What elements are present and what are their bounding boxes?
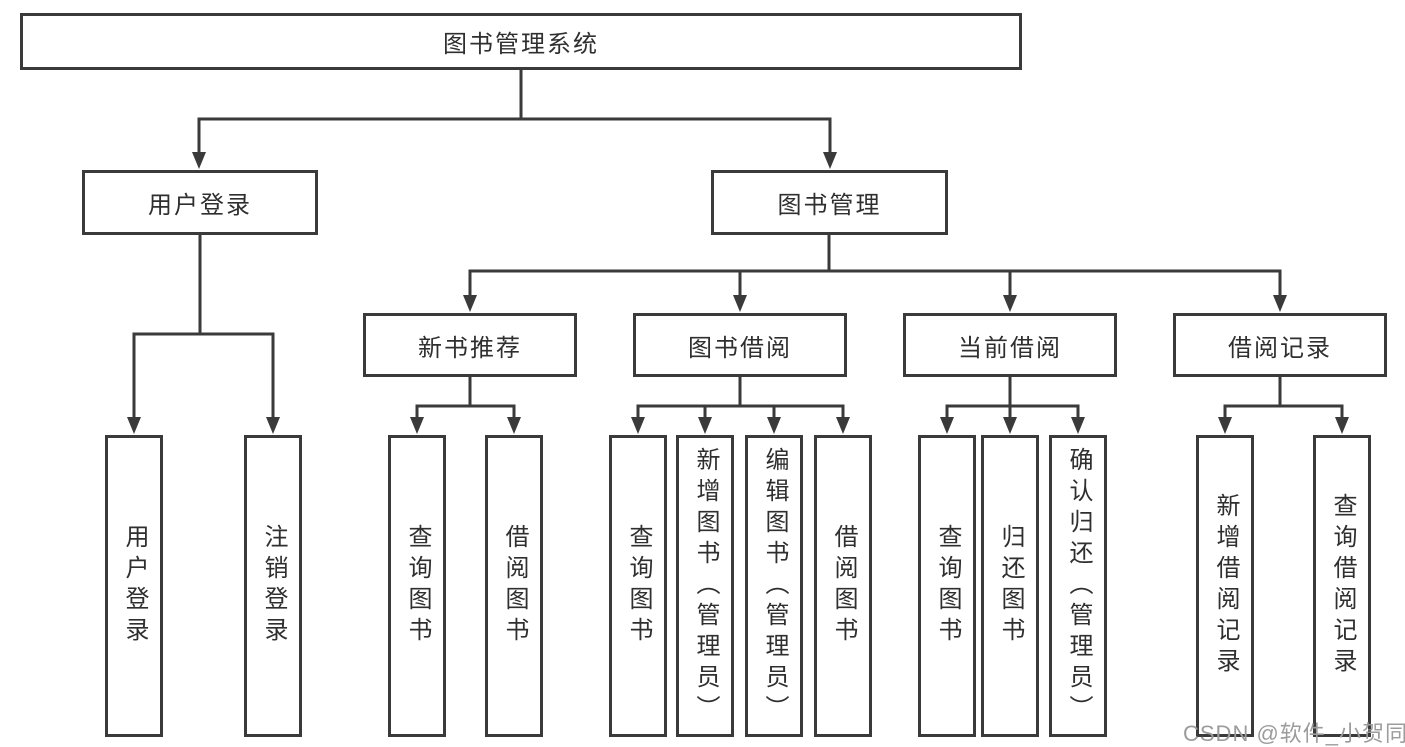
node-book-borrow-label: 图书借阅 (688, 334, 792, 362)
leaf-recommend-query-book: 查询图书 (388, 435, 446, 737)
leaf-record-add-label: 新增借阅记录 (1212, 493, 1239, 679)
node-current-borrow: 当前借阅 (903, 313, 1117, 377)
node-user-login: 用户登录 (82, 170, 318, 235)
node-book-management-label: 图书管理 (777, 192, 882, 219)
node-root-label: 图书管理系统 (443, 31, 599, 58)
leaf-recommend-query-book-label: 查询图书 (404, 524, 431, 648)
leaf-current-query-book-label: 查询图书 (934, 524, 961, 648)
node-user-login-label: 用户登录 (148, 192, 252, 219)
node-book-management: 图书管理 (711, 170, 948, 235)
leaf-borrow-add-book: 新增图书（管理员） (676, 435, 734, 737)
leaf-recommend-borrow-book: 借阅图书 (485, 435, 543, 737)
leaf-borrow-edit-book-label: 编辑图书（管理员） (761, 446, 788, 726)
node-new-book-recommend: 新书推荐 (363, 313, 577, 377)
leaf-borrow-edit-book: 编辑图书（管理员） (745, 435, 803, 737)
node-current-borrow-label: 当前借阅 (958, 334, 1062, 362)
leaf-logout: 注销登录 (244, 435, 302, 737)
leaf-borrow-borrow-book: 借阅图书 (814, 435, 872, 737)
node-book-borrow: 图书借阅 (633, 313, 847, 377)
leaf-user-login-label: 用户登录 (121, 524, 148, 648)
leaf-recommend-borrow-book-label: 借阅图书 (501, 524, 528, 648)
leaf-current-return-book: 归还图书 (981, 435, 1039, 737)
node-root: 图书管理系统 (20, 13, 1022, 70)
leaf-current-return-book-label: 归还图书 (997, 524, 1024, 648)
leaf-borrow-borrow-book-label: 借阅图书 (830, 524, 857, 648)
node-borrow-record: 借阅记录 (1173, 313, 1387, 377)
leaf-logout-label: 注销登录 (260, 524, 287, 648)
leaf-current-confirm-return-label: 确认归还（管理员） (1065, 446, 1092, 726)
leaf-record-query: 查询借阅记录 (1313, 435, 1371, 737)
leaf-borrow-query-book: 查询图书 (609, 435, 667, 737)
leaf-borrow-add-book-label: 新增图书（管理员） (692, 446, 719, 726)
leaf-current-query-book: 查询图书 (918, 435, 976, 737)
leaf-borrow-query-book-label: 查询图书 (625, 524, 652, 648)
leaf-record-query-label: 查询借阅记录 (1329, 493, 1356, 679)
node-new-book-recommend-label: 新书推荐 (418, 334, 522, 362)
watermark: CSDN @软件_小贺同学 (1183, 721, 1405, 746)
leaf-user-login: 用户登录 (105, 435, 163, 737)
leaf-current-confirm-return: 确认归还（管理员） (1049, 435, 1107, 737)
leaf-record-add: 新增借阅记录 (1196, 435, 1254, 737)
node-borrow-record-label: 借阅记录 (1228, 334, 1332, 362)
